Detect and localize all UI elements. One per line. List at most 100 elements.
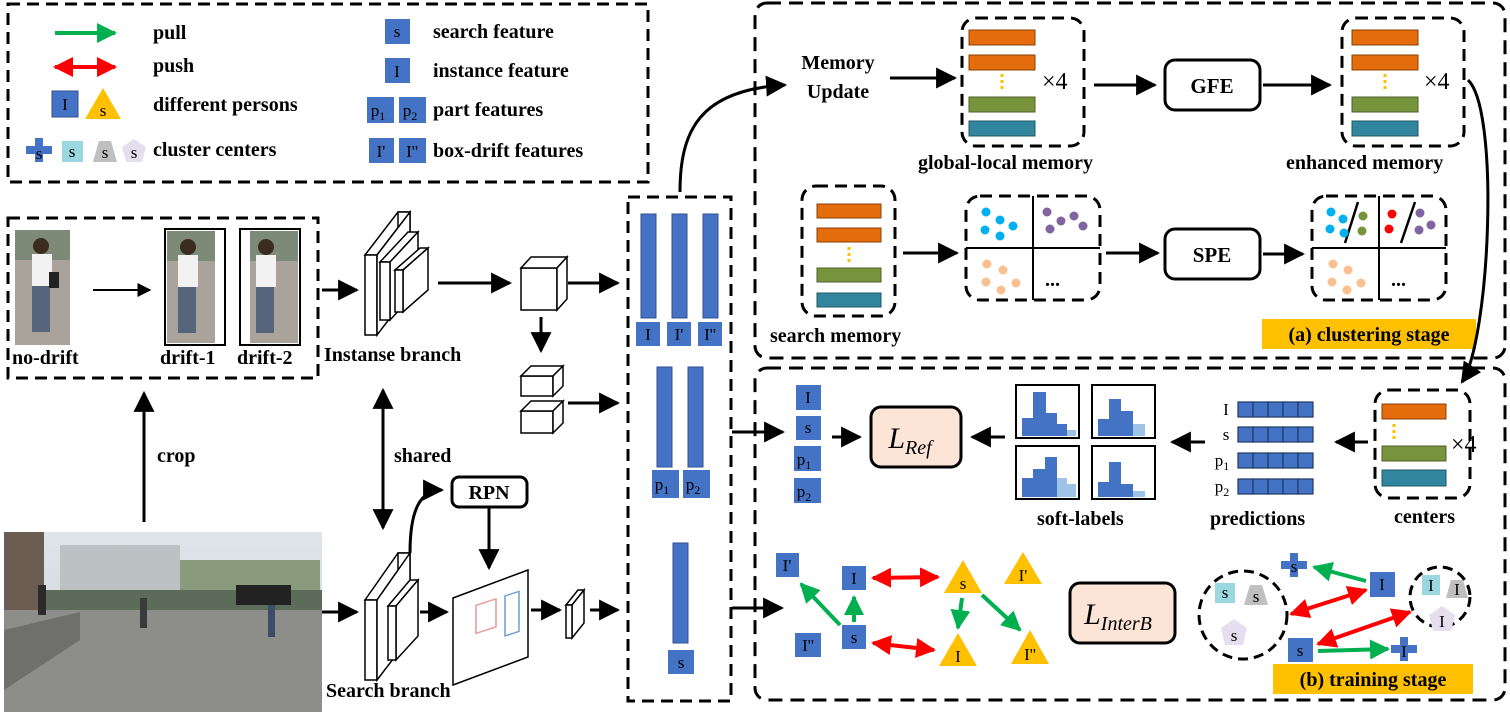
cc-top-cross-text: s [1291, 557, 1298, 576]
instance-bar-I1 [671, 213, 688, 319]
graph-node-I1 [776, 553, 799, 577]
drift-2-image [239, 228, 301, 346]
inter-branch-graph: I' I I'' s s I' I I'' [776, 552, 1049, 666]
pred-row-I-label: I [1223, 400, 1229, 419]
graph-node-s [842, 625, 866, 649]
rpn-label: RPN [468, 482, 510, 504]
cc-left-trapezoid [1244, 585, 1268, 605]
search-branch-label: Search branch [326, 680, 451, 702]
training-stage-label: (b) training stage [1300, 669, 1447, 691]
memory-update-label-2: Update [807, 81, 869, 103]
part-bar-p1 [656, 366, 673, 468]
predictions: I s p1 p2 [1215, 400, 1314, 499]
part-feature-2-letter: p [403, 101, 412, 120]
legend: pull push I s different persons s s s s … [6, 2, 650, 184]
no-drift-label: no-drift [12, 347, 79, 369]
crop-label: crop [157, 445, 196, 467]
refined-cluster-plot: ... [1310, 194, 1448, 302]
svg-text:LInterB: LInterB [1083, 598, 1152, 635]
ref-feature-s-text: s [805, 418, 812, 437]
cc-node-s [1288, 638, 1313, 662]
spe-label: SPE [1193, 243, 1232, 267]
pred-row-p2-letter: p [1215, 477, 1224, 496]
no-drift-image [15, 230, 70, 345]
search-memory-label: search memory [770, 325, 901, 347]
cluster-contrast: s s s I I I s I s I [1197, 553, 1472, 662]
cc-node-I-text: I [1379, 575, 1385, 594]
instance-branch-label: Instanse branch [324, 344, 461, 366]
centers-memory: ×4 [1373, 388, 1477, 500]
shared-label: shared [394, 445, 451, 467]
svg-text:p2: p2 [797, 482, 812, 504]
graph-tri-s [944, 560, 982, 593]
instance-feature-letter: I [394, 62, 400, 81]
cc-right-square-text: I [1428, 576, 1434, 595]
cc-node-s-text: s [1297, 641, 1304, 660]
gfe-box [1163, 58, 1262, 112]
drift-feature-2-icon [399, 138, 426, 163]
graph-tri-I2 [1011, 630, 1049, 664]
ref-feature-I [796, 385, 821, 410]
search-bar-s [672, 542, 689, 644]
instance-tag-I-text: I [645, 325, 651, 344]
instance-tag-I2 [698, 322, 722, 346]
part-cubes [519, 364, 565, 435]
cc-right-trapezoid [1446, 580, 1468, 598]
ref-feature-p2-letter: p [797, 482, 806, 501]
part-tag-p2-sub: 2 [694, 483, 700, 497]
drift-1-label: drift-1 [160, 347, 216, 369]
part-tag-p2-letter: p [686, 475, 695, 494]
svg-text:p1: p1 [655, 475, 670, 497]
loss-interb-main: L [1083, 598, 1101, 631]
legend-push-label: push [153, 55, 194, 77]
instance-backbone [363, 209, 430, 338]
person-square-icon [51, 90, 79, 118]
graph-node-s-text: s [851, 628, 858, 647]
centers-label: centers [1394, 506, 1455, 528]
search-tag-s-text: s [678, 653, 685, 672]
part-feature-1-icon [367, 97, 394, 123]
cc-right-square [1422, 575, 1440, 595]
global-local-times4: ×4 [1042, 69, 1068, 95]
pred-row-p2-sub: 2 [1223, 485, 1229, 499]
instance-tag-I2-text: I'' [704, 325, 716, 344]
enhanced-times4: ×4 [1424, 69, 1450, 95]
cluster-center-cross-letter: s [36, 144, 43, 163]
gfe-label: GFE [1190, 74, 1233, 98]
legend-pull-label: pull [153, 22, 187, 44]
cluster-plot-dots: ... [1045, 269, 1060, 291]
part-tag-p1 [652, 470, 679, 498]
instance-tag-I1-text: I' [675, 325, 684, 344]
cluster-center-trapezoid-letter: s [102, 143, 109, 162]
search-feature-icon [385, 19, 410, 44]
pred-row-p1-letter: p [1215, 451, 1224, 470]
graph-tri-I2-text: I'' [1024, 645, 1036, 664]
training-stage-badge [1273, 664, 1473, 694]
svg-text:p2: p2 [403, 101, 418, 123]
proposal-map [452, 568, 529, 687]
search-roi-feature [564, 587, 586, 641]
cc-bottom-cross [1391, 637, 1417, 661]
ref-feature-p1-sub: 1 [805, 458, 811, 472]
enhanced-memory-label: enhanced memory [1286, 152, 1443, 174]
person-square-letter: I [62, 95, 68, 114]
person-triangle-letter: s [100, 101, 107, 120]
cluster-center-square-letter: s [69, 142, 76, 161]
part-feature-2-sub: 2 [411, 109, 417, 123]
part-feature-1-letter: p [371, 101, 380, 120]
graph-tri-I1-text: I' [1019, 566, 1028, 585]
soft-labels-label: soft-labels [1037, 508, 1124, 530]
part-feature-2-icon [399, 97, 426, 123]
feature-column: I I' I'' p1 p2 s [626, 195, 733, 703]
cc-bottom-cross-text: I [1401, 642, 1407, 661]
instance-bar-I2 [702, 213, 719, 319]
ref-feature-s [796, 416, 821, 440]
svg-text:p1: p1 [1215, 451, 1230, 473]
search-feature-letter: s [394, 22, 401, 41]
predictions-label: predictions [1210, 508, 1305, 530]
instance-tag-I1 [667, 322, 691, 346]
cluster-center-pentagon-letter: s [131, 143, 138, 162]
graph-tri-I1 [1004, 552, 1042, 584]
loss-ref-sub: Ref [904, 437, 934, 459]
